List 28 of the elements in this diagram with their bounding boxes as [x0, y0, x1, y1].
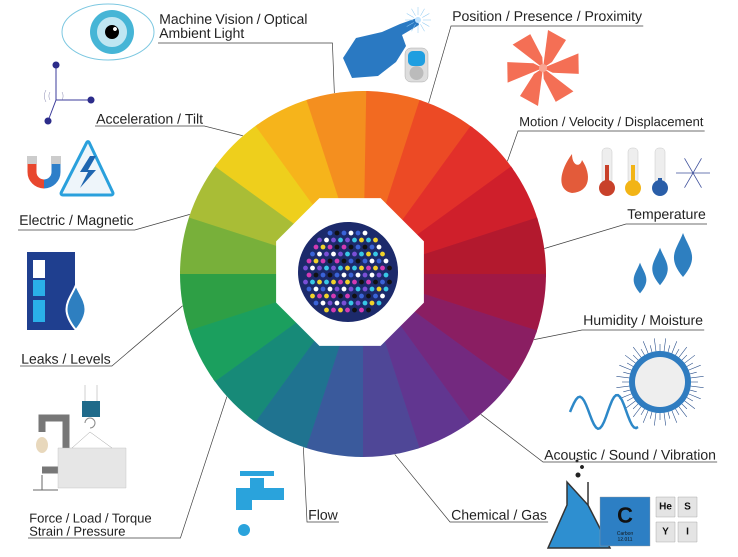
- category-label: Chemical / Gas: [452, 510, 546, 520]
- leader-line: [28, 396, 228, 538]
- category-label: Acceleration / Tilt: [96, 114, 203, 124]
- element-tile: He: [656, 496, 676, 518]
- leader-line: [544, 224, 708, 249]
- leader-line: [20, 305, 183, 366]
- element-tile: Y: [656, 522, 676, 542]
- element-tile: I: [678, 522, 698, 542]
- leader-line: [303, 446, 340, 522]
- leader-line: [507, 130, 705, 162]
- leader-line: [428, 26, 644, 104]
- category-label: Leaks / Levels: [22, 354, 110, 364]
- category-label: Flow: [309, 510, 338, 520]
- leader-line: [18, 214, 190, 230]
- category-label: Motion / Velocity / Displacement: [520, 116, 704, 129]
- category-label: Temperature: [628, 209, 706, 222]
- element-tile: S: [678, 496, 698, 518]
- category-label: Force / Load / Torque Strain / Pressure: [30, 513, 152, 536]
- category-label: Acoustic / Sound / Vibration: [544, 450, 716, 460]
- leader-line: [158, 42, 335, 94]
- leader-line: [94, 126, 244, 136]
- leader-line: [480, 414, 718, 462]
- category-label: Humidity / Moisture: [584, 314, 702, 328]
- category-label: Machine Vision / Optical Ambient Light: [159, 14, 306, 41]
- category-label: Electric / Magnetic: [20, 214, 134, 228]
- leader-line: [394, 454, 548, 522]
- category-label: Position / Presence / Proximity: [453, 10, 642, 24]
- leader-line: [534, 330, 705, 340]
